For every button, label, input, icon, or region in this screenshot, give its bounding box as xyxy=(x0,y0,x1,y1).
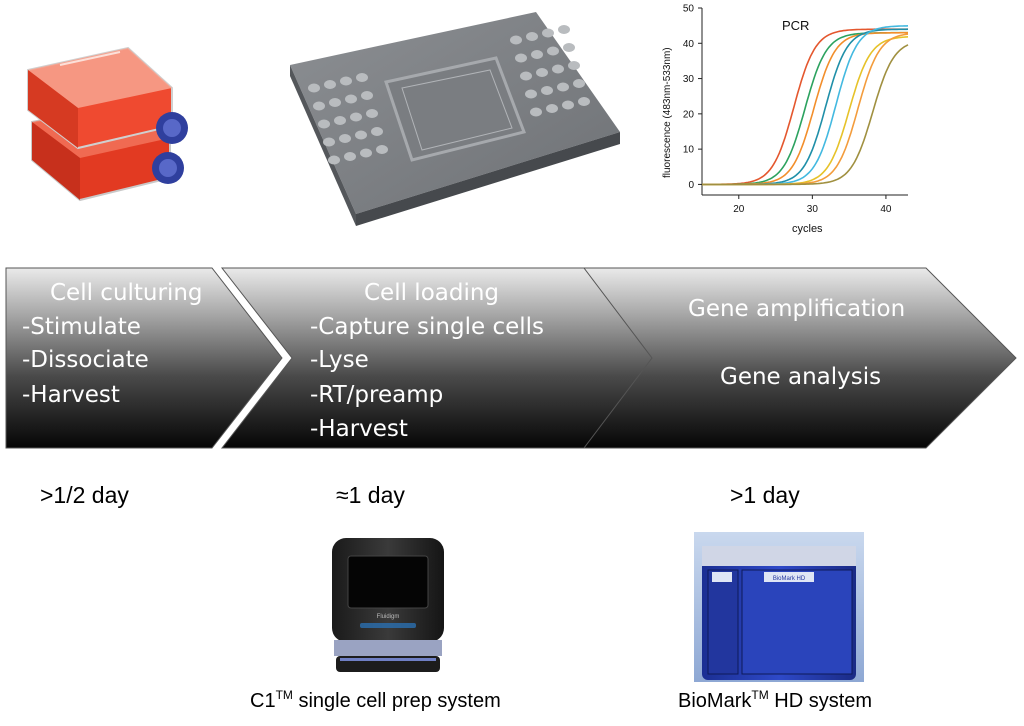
chip-well xyxy=(546,104,558,113)
pcr-y-tick-label: 40 xyxy=(683,39,695,50)
c1-tm: TM xyxy=(275,688,293,702)
c1-name: C1 xyxy=(250,690,276,712)
chip-well xyxy=(366,109,378,118)
pcr-x-tick-label: 20 xyxy=(733,204,745,215)
chip-well xyxy=(350,112,362,122)
microfluidic-chip-image xyxy=(290,12,620,226)
chip-well xyxy=(568,61,580,70)
chip-well xyxy=(558,25,570,34)
biomark-badge: BioMark HD xyxy=(773,576,806,582)
chip-well xyxy=(356,73,368,82)
chip-well xyxy=(345,94,357,104)
step-2-title: Cell loading xyxy=(364,280,500,306)
chip-well xyxy=(510,35,522,45)
chip-well xyxy=(323,137,335,147)
chip-well xyxy=(360,148,372,158)
pcr-curve-5 xyxy=(702,25,909,186)
chip-well xyxy=(547,46,559,56)
pcr-curves xyxy=(702,25,909,186)
step-1-duration: >1/2 day xyxy=(40,482,129,508)
chip-well xyxy=(542,28,554,38)
step-1-item: -Dissociate xyxy=(22,347,149,373)
chip-well xyxy=(371,127,383,136)
c1-caption: C1TM single cell prep system xyxy=(250,688,501,713)
step-2-duration: ≈1 day xyxy=(336,482,405,508)
process-arrows xyxy=(5,267,1017,449)
chip-well xyxy=(531,50,543,59)
chip-well xyxy=(318,119,330,129)
pcr-title: PCR xyxy=(782,18,809,33)
chip-well xyxy=(557,82,569,92)
pcr-y-tick-label: 30 xyxy=(683,74,695,85)
chip-well xyxy=(515,53,527,63)
pcr-x-tick-label: 30 xyxy=(807,204,819,215)
step-2-item: -Harvest xyxy=(310,416,408,442)
biomark-desc: HD system xyxy=(768,690,873,712)
chip-well xyxy=(355,130,367,140)
step-2-item: -Lyse xyxy=(310,347,369,373)
chip-well xyxy=(520,71,532,81)
chip-well xyxy=(525,89,537,99)
chip-well xyxy=(376,145,388,154)
chip-well xyxy=(530,107,542,117)
flask-cap-icon xyxy=(152,112,188,184)
step-arrow-1 xyxy=(5,267,283,449)
chip-well xyxy=(308,83,320,93)
step-3-duration: >1 day xyxy=(730,482,800,508)
step-2-item: -Capture single cells xyxy=(310,314,545,340)
step-arrow-3 xyxy=(582,267,1017,449)
pcr-y-tick-label: 0 xyxy=(688,180,694,191)
pcr-chart: 20 30 40 0 10 20 30 40 50 PCR cycles fluorescenc… xyxy=(662,4,909,235)
biomark-instrument-image: BioMark HD xyxy=(694,532,864,682)
c1-instrument-image: Fluidigm xyxy=(332,538,444,672)
chip-well xyxy=(563,43,575,52)
chip-well xyxy=(324,80,336,89)
pcr-x-label: cycles xyxy=(792,223,823,235)
chip-well xyxy=(536,68,548,77)
biomark-caption: BioMarkTM HD system xyxy=(678,688,872,713)
chip-well xyxy=(578,97,590,106)
pcr-curve-8 xyxy=(702,44,909,186)
step-3-title: Gene amplification xyxy=(688,296,906,322)
pcr-axes: 20 30 40 0 10 20 30 40 50 xyxy=(683,4,908,215)
chip-well xyxy=(340,76,352,86)
step-3-item: Gene analysis xyxy=(720,364,882,390)
chip-well xyxy=(313,101,325,111)
step-2-item: -RT/preamp xyxy=(310,382,444,408)
chip-wells xyxy=(308,25,590,165)
chip-well xyxy=(526,32,538,41)
pcr-y-tick-label: 10 xyxy=(683,145,695,156)
pcr-x-tick-label: 40 xyxy=(880,204,892,215)
chip-well xyxy=(552,64,564,74)
cell-culture-flasks-image xyxy=(27,46,188,202)
chip-well xyxy=(361,91,373,100)
biomark-name: BioMark xyxy=(678,690,752,712)
chip-well xyxy=(344,152,356,161)
step-1-item: -Stimulate xyxy=(22,314,141,340)
step-1-title: Cell culturing xyxy=(50,280,203,306)
pcr-y-tick-label: 20 xyxy=(683,109,695,120)
chip-well xyxy=(329,98,341,107)
chip-well xyxy=(339,134,351,143)
pcr-y-label: fluorescence (483nm-533nm) xyxy=(662,47,673,178)
chip-well xyxy=(541,86,553,95)
pcr-y-tick-label: 50 xyxy=(683,4,695,15)
biomark-tm: TM xyxy=(751,688,769,702)
c1-desc: single cell prep system xyxy=(292,690,501,712)
chip-well xyxy=(334,116,346,125)
chip-well xyxy=(328,155,340,165)
upper-flask xyxy=(27,46,173,150)
chip-well xyxy=(562,100,574,110)
chip-well xyxy=(573,79,585,88)
step-1-item: -Harvest xyxy=(22,382,120,408)
c1-brand: Fluidigm xyxy=(377,614,400,620)
